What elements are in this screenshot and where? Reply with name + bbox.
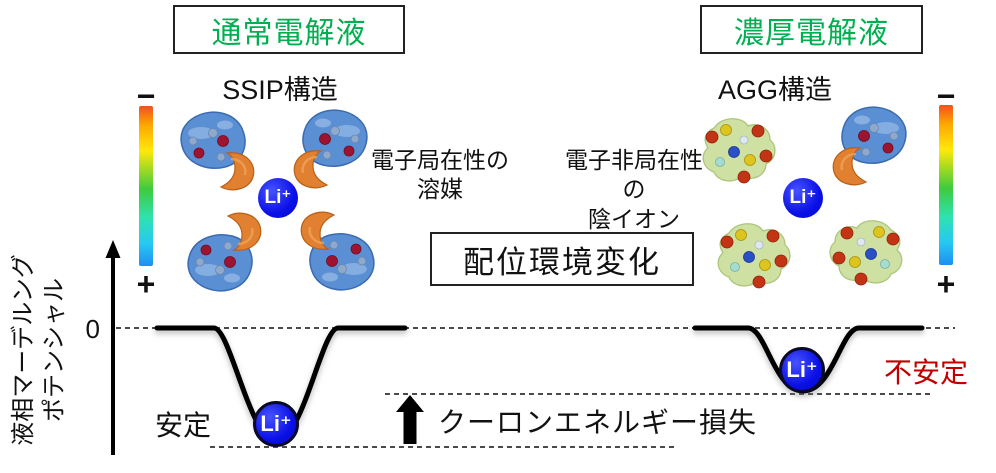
coulomb-loss-label: クーロンエネルギー損失	[438, 407, 758, 438]
anion-molecule	[717, 223, 791, 289]
concentrated-electrolyte-title-box: 濃厚電解液	[700, 5, 923, 54]
delocalized-anion-label: 電子非局在性の 陰イオン	[565, 147, 703, 232]
localized-solvent-label: 電子局在性の 溶媒	[371, 147, 509, 203]
solvent-molecule	[299, 210, 376, 292]
right-colorbar-plus-label: +	[936, 266, 956, 302]
right-colorbar	[939, 105, 953, 265]
zero-tick-label: 0	[85, 314, 100, 344]
y-axis-title: 液相マーデルング ポテンシャル	[10, 254, 69, 446]
y-axis-arrowhead-icon	[105, 240, 121, 258]
normal-electrolyte-title: 通常電解液	[211, 16, 367, 50]
ssip-structure-label: SSIP構造	[222, 75, 338, 105]
concentrated-electrolyte-title: 濃厚電解液	[734, 16, 889, 50]
anion-molecule	[829, 220, 903, 286]
y-axis	[105, 240, 121, 455]
solvent-molecule	[179, 110, 256, 192]
left-colorbar-minus-label: −	[136, 78, 156, 114]
solvent-molecule	[831, 105, 908, 187]
left-well-li-ion: Li⁺	[253, 401, 299, 447]
solvent-molecule	[292, 108, 369, 190]
right-well-li-ion: Li⁺	[779, 347, 825, 393]
left-colorbar	[139, 106, 153, 266]
coulomb-loss-arrow-icon	[396, 395, 424, 444]
unstable-label: 不安定	[884, 357, 969, 388]
agg-structure-label: AGG構造	[717, 75, 832, 105]
solvent-molecule	[186, 211, 263, 293]
coordination-change-label: 配位環境変化	[463, 244, 661, 280]
left-cluster-li-ion: Li⁺	[258, 178, 298, 218]
coordination-change-box: 配位環境変化	[430, 232, 694, 286]
stable-label: 安定	[155, 410, 212, 441]
normal-electrolyte-title-box: 通常電解液	[173, 5, 405, 54]
right-colorbar-minus-label: −	[936, 78, 956, 114]
left-colorbar-plus-label: +	[136, 266, 156, 302]
right-cluster-li-ion: Li⁺	[783, 178, 823, 218]
